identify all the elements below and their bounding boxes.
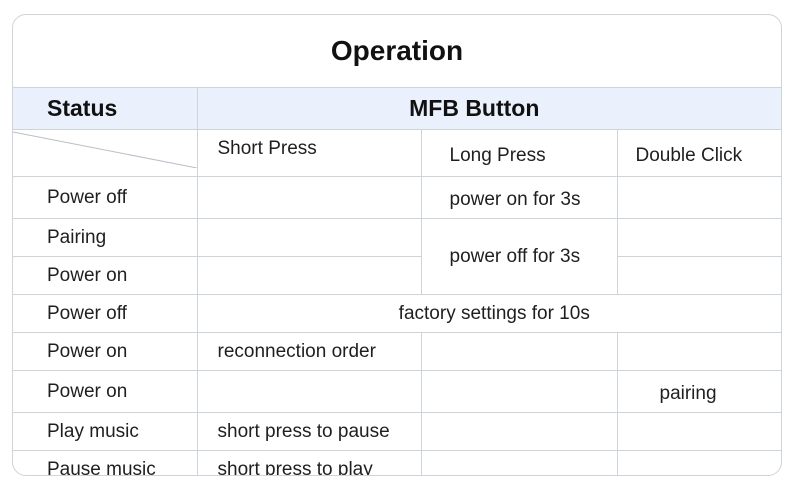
long-press-merged-cell: power off for 3s — [420, 218, 618, 295]
status-cell: Power on — [13, 332, 198, 371]
long-press-header: Long Press — [420, 129, 618, 177]
factory-settings-cell: factory settings for 10s — [196, 294, 781, 333]
long-press-cell: power on for 3s — [420, 176, 618, 219]
double-click-cell: pairing — [616, 370, 781, 413]
mfb-button-header: MFB Button — [196, 87, 781, 130]
diagonal-line — [13, 131, 196, 168]
table-row: Play music short press to pause — [13, 412, 781, 451]
short-press-cell — [196, 218, 422, 257]
operation-card: Operation Status MFB Button Short Press … — [12, 14, 782, 476]
short-press-cell: reconnection order — [196, 332, 422, 371]
status-cell: Power off — [13, 176, 198, 219]
long-press-cell — [420, 412, 618, 451]
double-click-cell — [616, 256, 781, 295]
status-cell: Pairing — [13, 218, 198, 257]
short-press-cell: short press to play — [196, 450, 422, 475]
short-press-header: Short Press — [196, 129, 422, 177]
table-row: Power on pairing — [13, 370, 781, 413]
double-click-cell — [616, 450, 781, 475]
table-row: Power off factory settings for 10s — [13, 294, 781, 333]
table-row: Power on reconnection order — [13, 332, 781, 371]
long-press-cell — [420, 332, 618, 371]
operation-table: Status MFB Button Short Press Long Press… — [13, 87, 781, 475]
double-click-cell — [616, 332, 781, 371]
double-click-header: Double Click — [616, 129, 781, 177]
double-click-cell — [616, 176, 781, 219]
status-cell: Pause music — [13, 450, 198, 475]
status-cell: Power on — [13, 370, 198, 413]
long-press-cell — [420, 450, 618, 475]
status-cell: Power off — [13, 294, 198, 333]
short-press-cell — [196, 370, 422, 413]
double-click-cell — [616, 412, 781, 451]
status-cell: Power on — [13, 256, 198, 295]
table-row: Pairing power off for 3s — [13, 218, 781, 295]
subheader-row: Short Press Long Press Double Click — [13, 129, 781, 177]
short-press-cell — [196, 176, 422, 219]
table-title: Operation — [330, 35, 464, 66]
table-row: Pause music short press to play — [13, 450, 781, 475]
double-click-cell — [616, 218, 781, 257]
header-row: Status MFB Button — [13, 87, 781, 130]
diagonal-corner-cell — [13, 129, 198, 177]
table-row: Power on — [13, 256, 781, 295]
status-cell: Play music — [13, 412, 198, 451]
short-press-cell: short press to pause — [196, 412, 422, 451]
long-press-cell — [420, 370, 618, 413]
table-row: Power off power on for 3s — [13, 176, 781, 219]
short-press-cell — [196, 256, 422, 295]
status-header: Status — [13, 87, 198, 130]
